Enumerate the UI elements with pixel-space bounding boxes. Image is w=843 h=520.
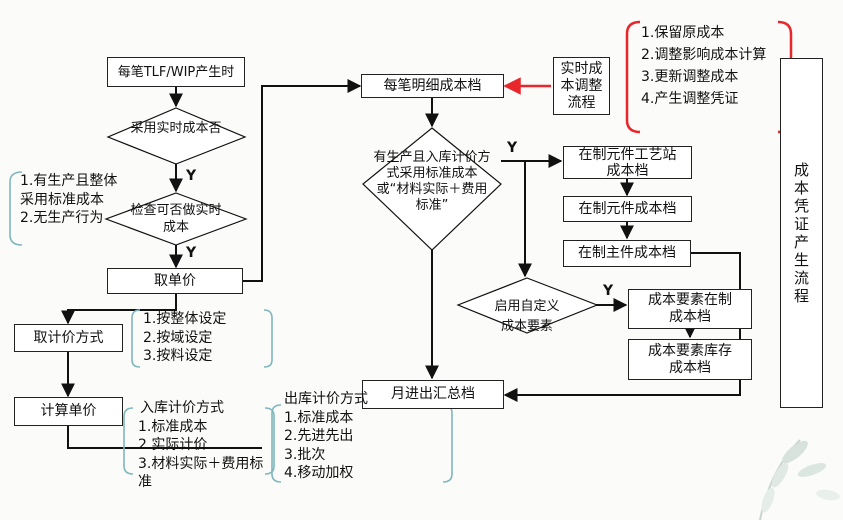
node-realtime-adjust-text: 实时成本调整流程 xyxy=(560,60,603,111)
note-adjust-steps: 1.保留原成本 2.调整影响成本计算 3.更新调整成本 4.产生调整凭证 xyxy=(641,22,783,110)
yes-label-enable-custom: Y xyxy=(603,283,614,299)
node-start-text: 每笔TLF/WIP产生时 xyxy=(117,64,235,80)
node-wip-part: 在制元件成本档 xyxy=(563,196,692,222)
node-get-unit-price-text: 取单价 xyxy=(154,272,196,289)
diamond-use-realtime xyxy=(106,107,247,165)
note-price-setting: 1.按整体设定 2.按域设定 3.按料设定 xyxy=(143,310,226,366)
bracket-adjust-left xyxy=(625,20,641,134)
node-detail-cost-text: 每笔明细成本档 xyxy=(383,77,482,94)
node-get-unit-price: 取单价 xyxy=(107,268,243,294)
node-elem-wip-text: 成本要素在制成本档 xyxy=(648,292,732,325)
note-adjust-line-4: 4.产生调整凭证 xyxy=(641,91,739,107)
note-adjust-line-3: 3.更新调整成本 xyxy=(641,69,739,85)
node-voucher-flow: 成本凭证产生流程 xyxy=(780,58,823,408)
bracket-price-setting-left xyxy=(131,309,141,368)
node-detail-cost: 每笔明细成本档 xyxy=(361,74,504,98)
diamond-check-realtime-text: 检查可否做实时成本 xyxy=(130,203,222,235)
note-outbound-method: 出库计价方式 1.标准成本 2.先进先出 3.批次 4.移动加权 xyxy=(284,390,368,483)
note-inbound-line-1: 1.标准成本 xyxy=(138,418,208,435)
yes-label-use-realtime: Y xyxy=(186,168,197,184)
node-calc-unit-price: 计算单价 xyxy=(14,397,123,426)
note-price-line-2: 2.按域设定 xyxy=(143,329,213,346)
note-inbound-line-2: 2.实际计价 xyxy=(138,437,208,453)
decorative-leaves xyxy=(759,439,840,520)
note-adjust-line-2: 2.调整影响成本计算 xyxy=(641,47,767,63)
yes-label-check-realtime: Y xyxy=(186,245,197,261)
node-wip-main: 在制主件成本档 xyxy=(563,240,691,267)
node-voucher-flow-text: 成本凭证产生流程 xyxy=(793,161,809,305)
node-get-pricing-method: 取计价方式 xyxy=(14,324,123,352)
note-inbound-title: 入库计价方式 xyxy=(140,400,224,416)
diamond-inbound-std-text: 有生产且入库计价方式采用标准成本或“材料实际＋费用标准” xyxy=(373,150,491,213)
note-outbound-title: 出库计价方式 xyxy=(284,391,368,407)
node-monthly-summary: 月进出汇总档 xyxy=(362,380,504,409)
bracket-price-setting-right xyxy=(263,309,273,368)
node-realtime-adjust: 实时成本调整流程 xyxy=(553,57,610,115)
note-adjust-line-1: 1.保留原成本 xyxy=(641,25,725,41)
note-outbound-line-3: 3.批次 xyxy=(284,446,326,463)
node-elem-wip: 成本要素在制成本档 xyxy=(628,289,752,329)
note-check-conditions: 1.有生产且整体采用标准成本 2.无生产行为 xyxy=(20,172,128,228)
node-wip-station-text: 在制元件工艺站成本档 xyxy=(578,146,677,179)
note-check-line-2: 2.无生产行为 xyxy=(20,210,104,226)
node-wip-part-text: 在制元件成本档 xyxy=(578,200,677,217)
note-outbound-line-2: 2.先进先出 xyxy=(284,428,354,444)
node-wip-main-text: 在制主件成本档 xyxy=(578,245,676,261)
node-elem-stock-text: 成本要素库存成本档 xyxy=(648,342,732,376)
diamond-check-realtime xyxy=(104,192,248,246)
note-outbound-line-4: 4.移动加权 xyxy=(284,465,354,481)
bracket-inbound-left xyxy=(123,407,134,475)
note-outbound-line-1: 1.标准成本 xyxy=(284,409,354,426)
diamond-use-realtime-text: 采用实时成本否 xyxy=(130,121,222,136)
node-elem-stock: 成本要素库存成本档 xyxy=(628,339,752,380)
diamond-inbound-std xyxy=(362,127,502,251)
note-inbound-method: 入库计价方式 1.标准成本 2.实际计价 3.材料实际＋费用标准 xyxy=(130,399,268,492)
note-price-line-3: 3.按料设定 xyxy=(143,348,213,364)
node-start: 每笔TLF/WIP产生时 xyxy=(107,57,245,87)
edge-get-price-to-detail xyxy=(243,79,362,282)
bracket-outbound-left xyxy=(271,404,282,483)
node-calc-unit-price-text: 计算单价 xyxy=(40,403,97,419)
bracket-check-conditions xyxy=(9,171,23,246)
note-price-line-1: 1.按整体设定 xyxy=(143,311,227,327)
node-get-pricing-method-text: 取计价方式 xyxy=(33,329,104,346)
edge-calc-to-return xyxy=(67,426,262,449)
diamond-enable-custom-text: 启用自定义成本要素 xyxy=(494,299,560,334)
yes-label-inbound-std: Y xyxy=(507,140,518,156)
bracket-outbound-right xyxy=(442,404,453,483)
note-check-line-1: 1.有生产且整体采用标准成本 xyxy=(20,173,118,208)
node-wip-station: 在制元件工艺站成本档 xyxy=(563,146,692,179)
node-monthly-summary-text: 月进出汇总档 xyxy=(391,386,475,402)
note-inbound-line-3: 3.材料实际＋费用标准 xyxy=(138,455,264,491)
bracket-inbound-right xyxy=(264,407,275,475)
edge-get-price-to-method xyxy=(61,294,177,325)
diamond-enable-custom xyxy=(456,277,599,334)
